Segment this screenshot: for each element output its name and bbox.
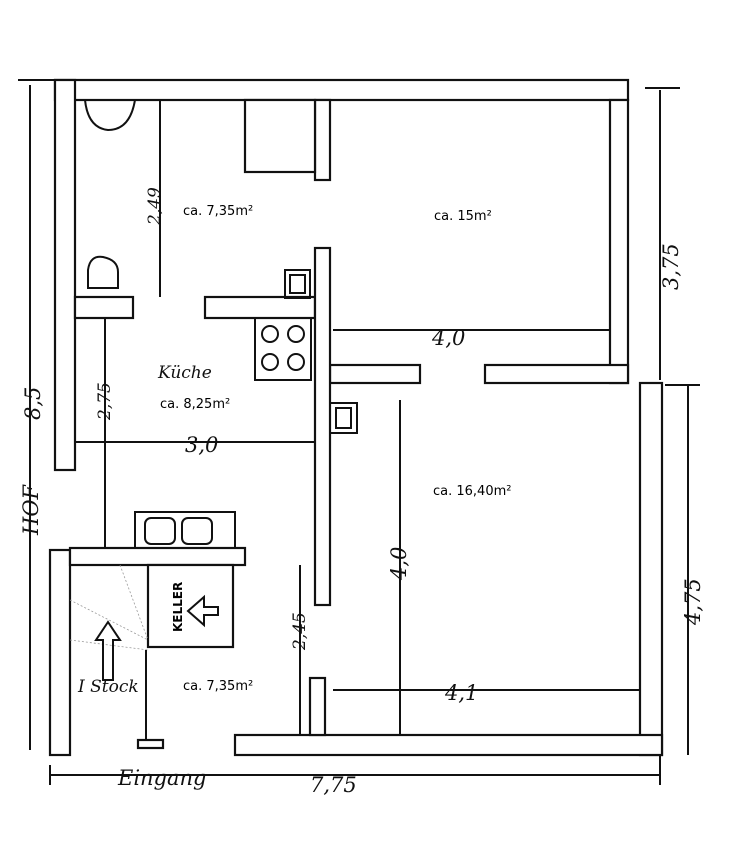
entrance-label: Eingang [117, 766, 207, 790]
sink-icon [134, 511, 236, 549]
cellar-arrow-icon [186, 594, 219, 628]
bathtub-icon [83, 99, 137, 132]
dim-right-lower: 4,75 [681, 578, 705, 626]
dim-kitchen-width: 3,0 [185, 433, 218, 457]
kitchen-label: Küche [157, 363, 212, 383]
walls [48, 78, 664, 757]
dim-right-upper: 3,75 [659, 243, 683, 290]
chimney-icon [284, 269, 311, 299]
fixtures [69, 99, 358, 740]
toilet-icon [87, 255, 119, 289]
bath-area: ca. 7,35m² [183, 204, 253, 219]
dim-bottom-room-width: 4,1 [444, 681, 478, 705]
dim-left-total: 8,5 [21, 387, 45, 420]
cellar-label: KELLER [171, 582, 185, 632]
dim-bath-height: 2,49 [145, 187, 165, 226]
living-top-area: ca. 15m² [434, 209, 492, 224]
dimension-lines [18, 79, 700, 785]
dim-top-room-width: 4,0 [431, 326, 465, 350]
hall-area: ca. 7,35m² [183, 679, 253, 694]
upstairs-arrow-icon [94, 620, 122, 681]
kitchen-area: ca. 8,25m² [160, 397, 230, 412]
chimney-icon [329, 402, 358, 434]
stove-icon [254, 317, 312, 381]
dim-kitchen-height: 2,75 [95, 382, 115, 421]
dim-hall-height: 2,45 [290, 612, 310, 651]
dim-bottom-room-height: 4,0 [387, 547, 411, 581]
living-bottom-area: ca. 16,40m² [433, 484, 511, 499]
upstairs-label: I Stock [77, 677, 139, 697]
dim-total-width: 7,75 [310, 773, 357, 797]
yard-label: HOF [19, 483, 43, 536]
